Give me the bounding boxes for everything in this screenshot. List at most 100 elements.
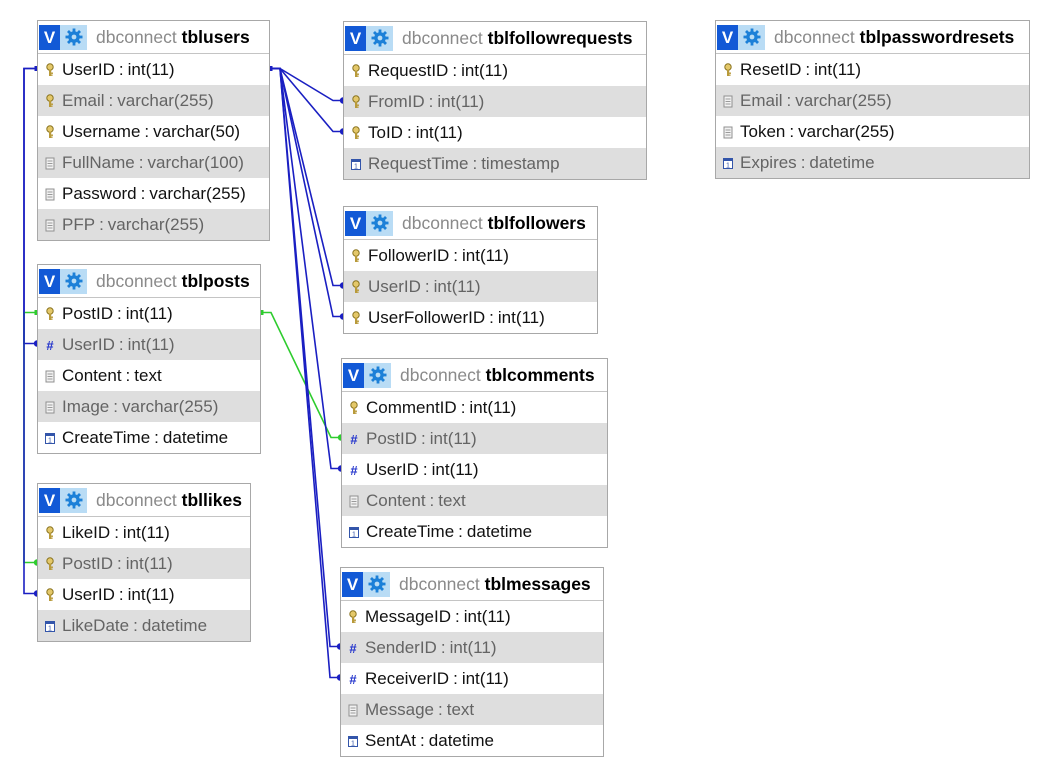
table-title[interactable]: dbconnect tblfollowers: [402, 213, 586, 234]
toggle-columns-button[interactable]: V: [39, 268, 60, 294]
column-row[interactable]: #SenderID:int(11): [341, 632, 603, 663]
svg-text:#: #: [46, 338, 54, 352]
column-type: text: [438, 490, 466, 510]
toggle-columns-button[interactable]: V: [342, 571, 363, 597]
column-row[interactable]: RequestID:int(11): [344, 55, 646, 86]
column-separator: :: [421, 428, 426, 448]
relation-line: [261, 311, 341, 439]
column-row[interactable]: UserFollowerID:int(11): [344, 302, 597, 333]
column-separator: :: [108, 90, 114, 110]
column-row[interactable]: Image:varchar(255): [38, 391, 260, 422]
text-field-icon: [45, 187, 55, 201]
column-row[interactable]: UserID:int(11): [38, 54, 269, 85]
column-separator: :: [789, 121, 795, 141]
toggle-columns-button[interactable]: V: [717, 24, 738, 50]
table-title[interactable]: dbconnect tblpasswordresets: [774, 27, 1014, 48]
column-row[interactable]: Email:varchar(255): [38, 85, 269, 116]
toggle-columns-button[interactable]: V: [345, 210, 366, 236]
column-name: Content: [62, 365, 122, 385]
table-name: tblmessages: [484, 573, 591, 594]
column-row[interactable]: Message:text: [341, 694, 603, 725]
relation-line: [23, 67, 37, 595]
column-row[interactable]: #ReceiverID:int(11): [341, 663, 603, 694]
gear-icon[interactable]: [366, 210, 393, 236]
gear-icon[interactable]: [60, 24, 87, 50]
table-name: tblposts: [181, 270, 250, 291]
primary-key-icon: [45, 93, 55, 108]
column-name: Password: [62, 183, 137, 203]
number-field-icon: #: [348, 641, 358, 655]
column-row[interactable]: PostID:int(11): [38, 548, 250, 579]
column-row[interactable]: Content:text: [38, 360, 260, 391]
column-row[interactable]: PostID:int(11): [38, 298, 260, 329]
column-row[interactable]: FromID:int(11): [344, 86, 646, 117]
column-row[interactable]: ResetID:int(11): [716, 54, 1029, 85]
column-row[interactable]: Password:varchar(255): [38, 178, 269, 209]
column-name: LikeID: [62, 522, 111, 542]
gear-icon[interactable]: [60, 487, 87, 513]
table-title[interactable]: dbconnect tblmessages: [399, 574, 591, 595]
table-title[interactable]: dbconnect tbllikes: [96, 490, 242, 511]
gear-icon[interactable]: [366, 25, 393, 51]
column-row[interactable]: Username:varchar(50): [38, 116, 269, 147]
column-row[interactable]: Token:varchar(255): [716, 116, 1029, 147]
column-type: timestamp: [481, 153, 560, 173]
column-row[interactable]: UserID:int(11): [344, 271, 597, 302]
column-row[interactable]: #UserID:int(11): [38, 329, 260, 360]
gear-icon[interactable]: [60, 268, 87, 294]
column-row[interactable]: FullName:varchar(100): [38, 147, 269, 178]
column-row[interactable]: #PostID:int(11): [342, 423, 607, 454]
column-row[interactable]: ToID:int(11): [344, 117, 646, 148]
column-type: int(11): [497, 307, 545, 327]
gear-icon[interactable]: [364, 362, 391, 388]
toggle-columns-button[interactable]: V: [345, 25, 366, 51]
toggle-columns-button[interactable]: V: [39, 487, 60, 513]
primary-key-icon: [351, 94, 361, 109]
table-title[interactable]: dbconnect tblfollowrequests: [402, 28, 633, 49]
column-row[interactable]: PFP:varchar(255): [38, 209, 269, 240]
column-name: Token: [740, 121, 786, 141]
column-row[interactable]: Email:varchar(255): [716, 85, 1029, 116]
column-row[interactable]: MessageID:int(11): [341, 601, 603, 632]
table-title[interactable]: dbconnect tblposts: [96, 271, 250, 292]
table-title[interactable]: dbconnect tblcomments: [400, 365, 595, 386]
table-title[interactable]: dbconnect tblusers: [96, 27, 250, 48]
gear-icon[interactable]: [363, 571, 390, 597]
toggle-columns-button[interactable]: V: [343, 362, 364, 388]
date-field-icon: 1: [349, 525, 359, 539]
column-row[interactable]: #UserID:int(11): [342, 454, 607, 485]
column-row[interactable]: FollowerID:int(11): [344, 240, 597, 271]
column-row[interactable]: UserID:int(11): [38, 579, 250, 610]
column-row[interactable]: CommentID:int(11): [342, 392, 607, 423]
column-row[interactable]: LikeID:int(11): [38, 517, 250, 548]
toggle-columns-button[interactable]: V: [39, 24, 60, 50]
gear-icon[interactable]: [738, 24, 765, 50]
column-name: FollowerID: [368, 245, 450, 265]
column-row[interactable]: Content:text: [342, 485, 607, 516]
relation-line: [270, 67, 340, 648]
column-type: int(11): [127, 334, 175, 354]
column-type: int(11): [122, 522, 170, 542]
